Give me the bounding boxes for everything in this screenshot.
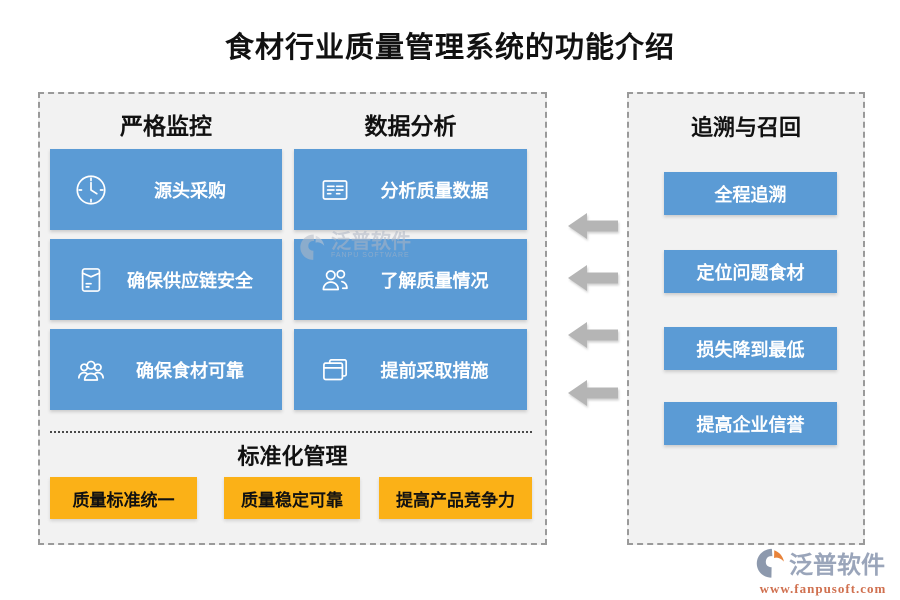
column-header-strict-monitoring: 严格监控 bbox=[120, 114, 212, 139]
standardization-header: 标准化管理 bbox=[237, 444, 348, 469]
report-icon bbox=[316, 171, 354, 209]
benefit-box-stable-quality: 质量稳定可靠 bbox=[224, 477, 360, 519]
package-icon bbox=[72, 261, 110, 299]
feature-label: 分析质量数据 bbox=[380, 180, 489, 201]
feature-box-supply-chain-safety: 确保供应链安全 bbox=[50, 239, 282, 320]
arrow-left-icon bbox=[568, 265, 618, 291]
trace-box-locate-problem-food: 定位问题食材 bbox=[664, 250, 837, 293]
feature-label: 确保食材可靠 bbox=[136, 360, 244, 381]
column-header-data-analysis: 数据分析 bbox=[364, 114, 457, 139]
people-group-icon bbox=[72, 351, 110, 389]
footer-brand-url: www.fanpusoft.com bbox=[759, 581, 887, 596]
footer-brand: 泛普软件 www.fanpusoft.com bbox=[753, 545, 893, 597]
benefit-box-competitiveness: 提高产品竞争力 bbox=[379, 477, 532, 519]
feature-label: 源头采购 bbox=[154, 180, 226, 201]
trace-recall-header: 追溯与召回 bbox=[690, 115, 801, 140]
feature-label: 确保供应链安全 bbox=[127, 270, 253, 291]
feature-label: 提前采取措施 bbox=[380, 360, 489, 381]
arrow-left-icon bbox=[568, 213, 618, 239]
benefit-box-unified-standards: 质量标准统一 bbox=[50, 477, 197, 519]
page-title: 食材行业质量管理系统的功能介绍 bbox=[224, 32, 675, 64]
fanpu-logo-icon bbox=[756, 548, 784, 578]
feature-box-take-measures-early: 提前采取措施 bbox=[294, 329, 527, 410]
arrow-left-icon bbox=[568, 322, 618, 348]
feature-label: 了解质量情况 bbox=[380, 270, 489, 291]
two-users-icon bbox=[316, 261, 354, 299]
clock-icon bbox=[72, 171, 110, 209]
feature-box-analyze-quality-data: 分析质量数据 bbox=[294, 149, 527, 230]
feature-box-reliable-ingredients: 确保食材可靠 bbox=[50, 329, 282, 410]
feature-box-understand-quality: 了解质量情况 bbox=[294, 239, 527, 320]
stacked-windows-icon bbox=[316, 351, 354, 389]
trace-box-improve-reputation: 提高企业信誉 bbox=[664, 402, 837, 445]
footer-brand-name: 泛普软件 bbox=[789, 552, 885, 579]
trace-box-minimize-loss: 损失降到最低 bbox=[664, 327, 837, 370]
feature-box-source-procurement: 源头采购 bbox=[50, 149, 282, 230]
monitoring-analysis-panel: 严格监控 数据分析 源头采购 确保供应链安全 bbox=[38, 92, 547, 545]
trace-recall-panel: 追溯与召回 全程追溯 定位问题食材 损失降到最低 提高企业信誉 bbox=[627, 92, 865, 545]
arrow-left-icon bbox=[568, 380, 618, 406]
trace-box-full-traceability: 全程追溯 bbox=[664, 172, 837, 215]
dotted-divider bbox=[50, 431, 532, 433]
